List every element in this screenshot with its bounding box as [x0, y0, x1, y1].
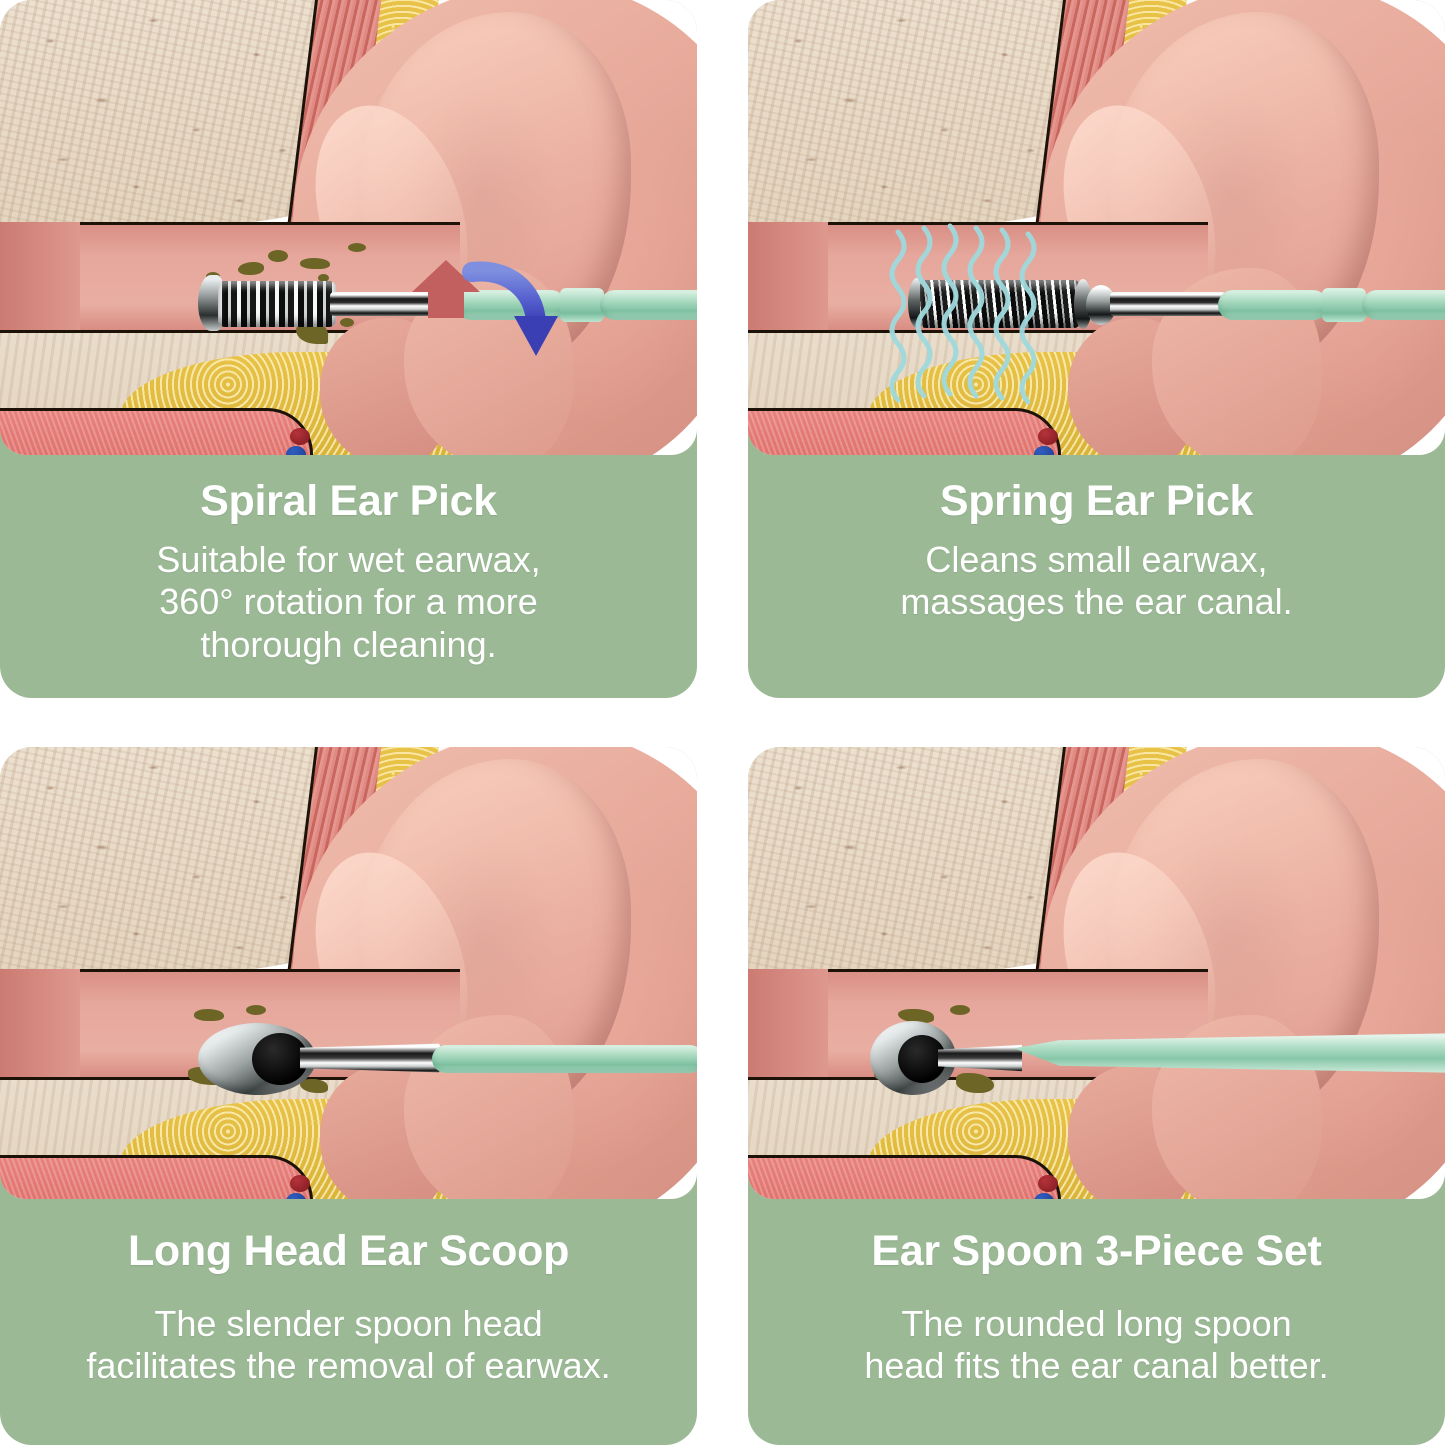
earwax-blob	[246, 1005, 266, 1015]
illustration-spring-ear-pick	[748, 0, 1445, 455]
lower-muscle-tissue-icon	[748, 408, 1061, 455]
earwax-blob	[268, 250, 288, 262]
feature-card-long-head-ear-scoop[interactable]: Long Head Ear Scoop The slender spoon he…	[0, 747, 697, 1445]
earwax-blob	[318, 274, 329, 282]
earwax-blob	[300, 1079, 328, 1093]
illustration-long-head-ear-scoop	[0, 747, 697, 1199]
card-description: The slender spoon head facilitates the r…	[86, 1302, 611, 1387]
lower-artery-icon	[1038, 1175, 1058, 1192]
vibration-line-icon	[1019, 231, 1037, 405]
vibration-line-icon	[889, 229, 907, 403]
card-text-block: Long Head Ear Scoop The slender spoon he…	[0, 1199, 697, 1445]
ear-canal-icon	[0, 222, 460, 337]
tragus-icon	[404, 1015, 574, 1199]
lower-artery-icon	[1038, 428, 1058, 445]
pick-handle-grip-icon	[600, 290, 697, 320]
lower-artery-icon	[290, 428, 310, 445]
pick-handle-ferrule-icon	[560, 288, 604, 322]
lower-vein-icon	[1034, 1193, 1054, 1199]
card-description: Suitable for wet earwax, 360° rotation f…	[156, 538, 541, 665]
lower-vein-icon	[286, 446, 306, 455]
card-title: Spiral Ear Pick	[200, 477, 497, 525]
earwax-blob	[898, 1009, 934, 1023]
annotation-arrows	[412, 260, 558, 356]
pick-handle-grip-icon	[1362, 290, 1445, 320]
card-description: Cleans small earwax, massages the ear ca…	[900, 538, 1293, 623]
vibration-line-icon	[941, 223, 959, 397]
feature-card-spring-ear-pick[interactable]: Spring Ear Pick Cleans small earwax, mas…	[748, 0, 1445, 698]
feature-card-ear-spoon-3-piece-set[interactable]: Ear Spoon 3-Piece Set The rounded long s…	[748, 747, 1445, 1445]
scoop-handle-icon	[432, 1045, 697, 1073]
illustration-ear-spoon-set	[748, 747, 1445, 1199]
card-title: Long Head Ear Scoop	[127, 1227, 570, 1275]
earwax-blob	[956, 1073, 994, 1093]
lower-artery-icon	[290, 1175, 310, 1192]
pick-shaft-icon	[1110, 292, 1226, 316]
illustration-spiral-ear-pick	[0, 0, 697, 455]
vibration-waves	[889, 223, 1037, 405]
pick-handle-icon	[1218, 290, 1328, 320]
earwax-blob	[340, 318, 354, 327]
card-title: Spring Ear Pick	[939, 477, 1254, 525]
lower-muscle-tissue-icon	[0, 408, 313, 455]
arrow-up-icon	[412, 260, 480, 318]
earwax-blob	[194, 1009, 224, 1021]
lower-muscle-tissue-icon	[748, 1155, 1061, 1199]
pick-handle-icon	[456, 290, 566, 320]
scoop-hollow-icon	[252, 1033, 308, 1085]
pick-handle-ferrule-icon	[1322, 288, 1366, 322]
spring-pick-collar-icon	[1074, 279, 1092, 329]
rotation-arrow-head-icon	[514, 316, 558, 356]
spiral-pick-head-icon	[218, 281, 336, 327]
spoon-neck-icon	[938, 1044, 1022, 1072]
rotation-arrow-curve-icon	[462, 261, 546, 332]
earwax-blob	[950, 1005, 970, 1015]
lower-vein-icon	[1034, 446, 1054, 455]
vibration-line-icon	[993, 227, 1011, 401]
card-text-block: Spiral Ear Pick Suitable for wet earwax,…	[0, 455, 697, 698]
card-title: Ear Spoon 3-Piece Set	[871, 1227, 1322, 1275]
earwax-blob	[300, 258, 330, 269]
lower-vein-icon	[286, 1193, 306, 1199]
feature-card-spiral-ear-pick[interactable]: Spiral Ear Pick Suitable for wet earwax,…	[0, 0, 697, 698]
card-text-block: Spring Ear Pick Cleans small earwax, mas…	[748, 455, 1445, 698]
earwax-blob	[348, 243, 366, 252]
lower-muscle-tissue-icon	[0, 1155, 313, 1199]
scoop-neck-icon	[300, 1043, 440, 1073]
vibration-line-icon	[915, 225, 933, 399]
earwax-blob	[296, 322, 328, 344]
earwax-blob	[238, 262, 264, 275]
vibration-line-icon	[967, 225, 985, 399]
card-text-block: Ear Spoon 3-Piece Set The rounded long s…	[748, 1199, 1445, 1445]
card-description: The rounded long spoon head fits the ear…	[864, 1302, 1329, 1387]
